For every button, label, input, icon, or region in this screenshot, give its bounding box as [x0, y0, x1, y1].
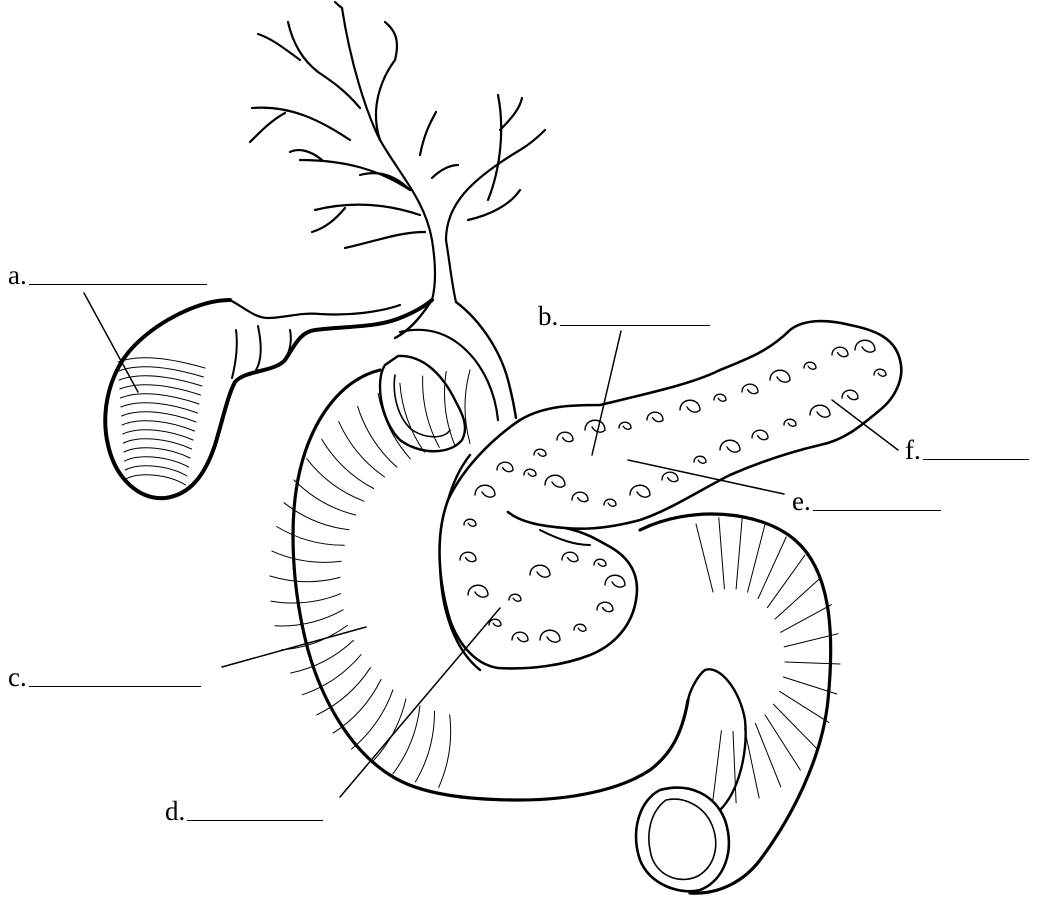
label-b-letter: b.	[538, 303, 558, 330]
duodenum-fold	[358, 406, 397, 467]
label-e-blank[interactable]	[813, 510, 941, 511]
jejunum-fold	[781, 605, 832, 633]
gallbladder-shading	[118, 358, 205, 485]
gallbladder-group	[105, 300, 432, 498]
jejunum	[636, 514, 840, 893]
gallbladder-outline	[105, 300, 432, 498]
duodenum-fold	[393, 706, 420, 774]
jejunum-fold	[736, 518, 742, 589]
label-b-blank[interactable]	[560, 325, 710, 326]
jejunum-fold	[758, 537, 786, 599]
label-c-letter: c.	[8, 664, 27, 691]
duodenum-fold	[294, 480, 356, 515]
gallbladder-hatch	[123, 430, 193, 440]
jejunum-fold	[748, 524, 766, 592]
leader-a	[84, 293, 138, 392]
duodenum-fold	[439, 715, 451, 788]
pancreas-lobule	[524, 469, 536, 476]
duodenum-fold	[415, 711, 434, 782]
label-a-letter: a.	[8, 262, 27, 289]
label-a: a.	[8, 262, 207, 289]
gallbladder-hatch	[124, 448, 190, 458]
gallbladder-hatch	[118, 358, 205, 368]
label-d-blank[interactable]	[187, 820, 323, 821]
gallbladder-hatch	[122, 412, 196, 422]
label-f-letter: f.	[905, 437, 921, 464]
jejunum-fold	[767, 555, 805, 607]
gallbladder-hatch	[125, 466, 187, 476]
duodenum-fold	[275, 610, 343, 626]
duodenum-fold	[322, 439, 374, 488]
duodenum-fold	[281, 625, 347, 650]
duodenum-fold	[270, 576, 340, 582]
duodenum-fold	[277, 527, 345, 546]
duodenum-fold	[271, 594, 341, 603]
label-a-blank[interactable]	[29, 284, 207, 285]
duodenum-fold	[307, 459, 364, 502]
gallbladder-hatch	[125, 457, 189, 467]
label-e-letter: e.	[792, 488, 811, 515]
label-d: d.	[165, 798, 323, 825]
leader-c	[222, 627, 366, 667]
gallbladder-hatch	[122, 421, 194, 431]
label-d-letter: d.	[165, 798, 185, 825]
label-f-blank[interactable]	[923, 459, 1029, 460]
gallbladder-hatch	[121, 403, 198, 413]
leader-d	[340, 608, 500, 797]
hepatic-ducts	[250, 2, 545, 248]
duodenum-fold	[351, 690, 393, 749]
jejunum-folds	[696, 518, 840, 803]
label-c-blank[interactable]	[29, 686, 201, 687]
gallbladder-hatch	[123, 439, 191, 449]
common-hepatic-duct	[432, 240, 456, 302]
label-c: c.	[8, 664, 201, 691]
gallbladder-hatch	[120, 394, 199, 404]
gallbladder-hatch	[126, 475, 186, 485]
gallbladder-hatch	[120, 385, 201, 395]
jejunum-fold	[696, 524, 713, 592]
label-f: f.	[905, 437, 1029, 464]
jejunum-fold	[713, 731, 722, 802]
label-e: e.	[792, 488, 941, 515]
jejunum-outer	[640, 514, 831, 893]
gallbladder-hatch	[119, 367, 204, 377]
duodenum-fold	[272, 551, 341, 562]
jejunum-fold	[775, 578, 820, 619]
jejunum-fold	[719, 518, 725, 589]
label-b: b.	[538, 303, 710, 330]
jejunum-fold	[745, 729, 760, 798]
